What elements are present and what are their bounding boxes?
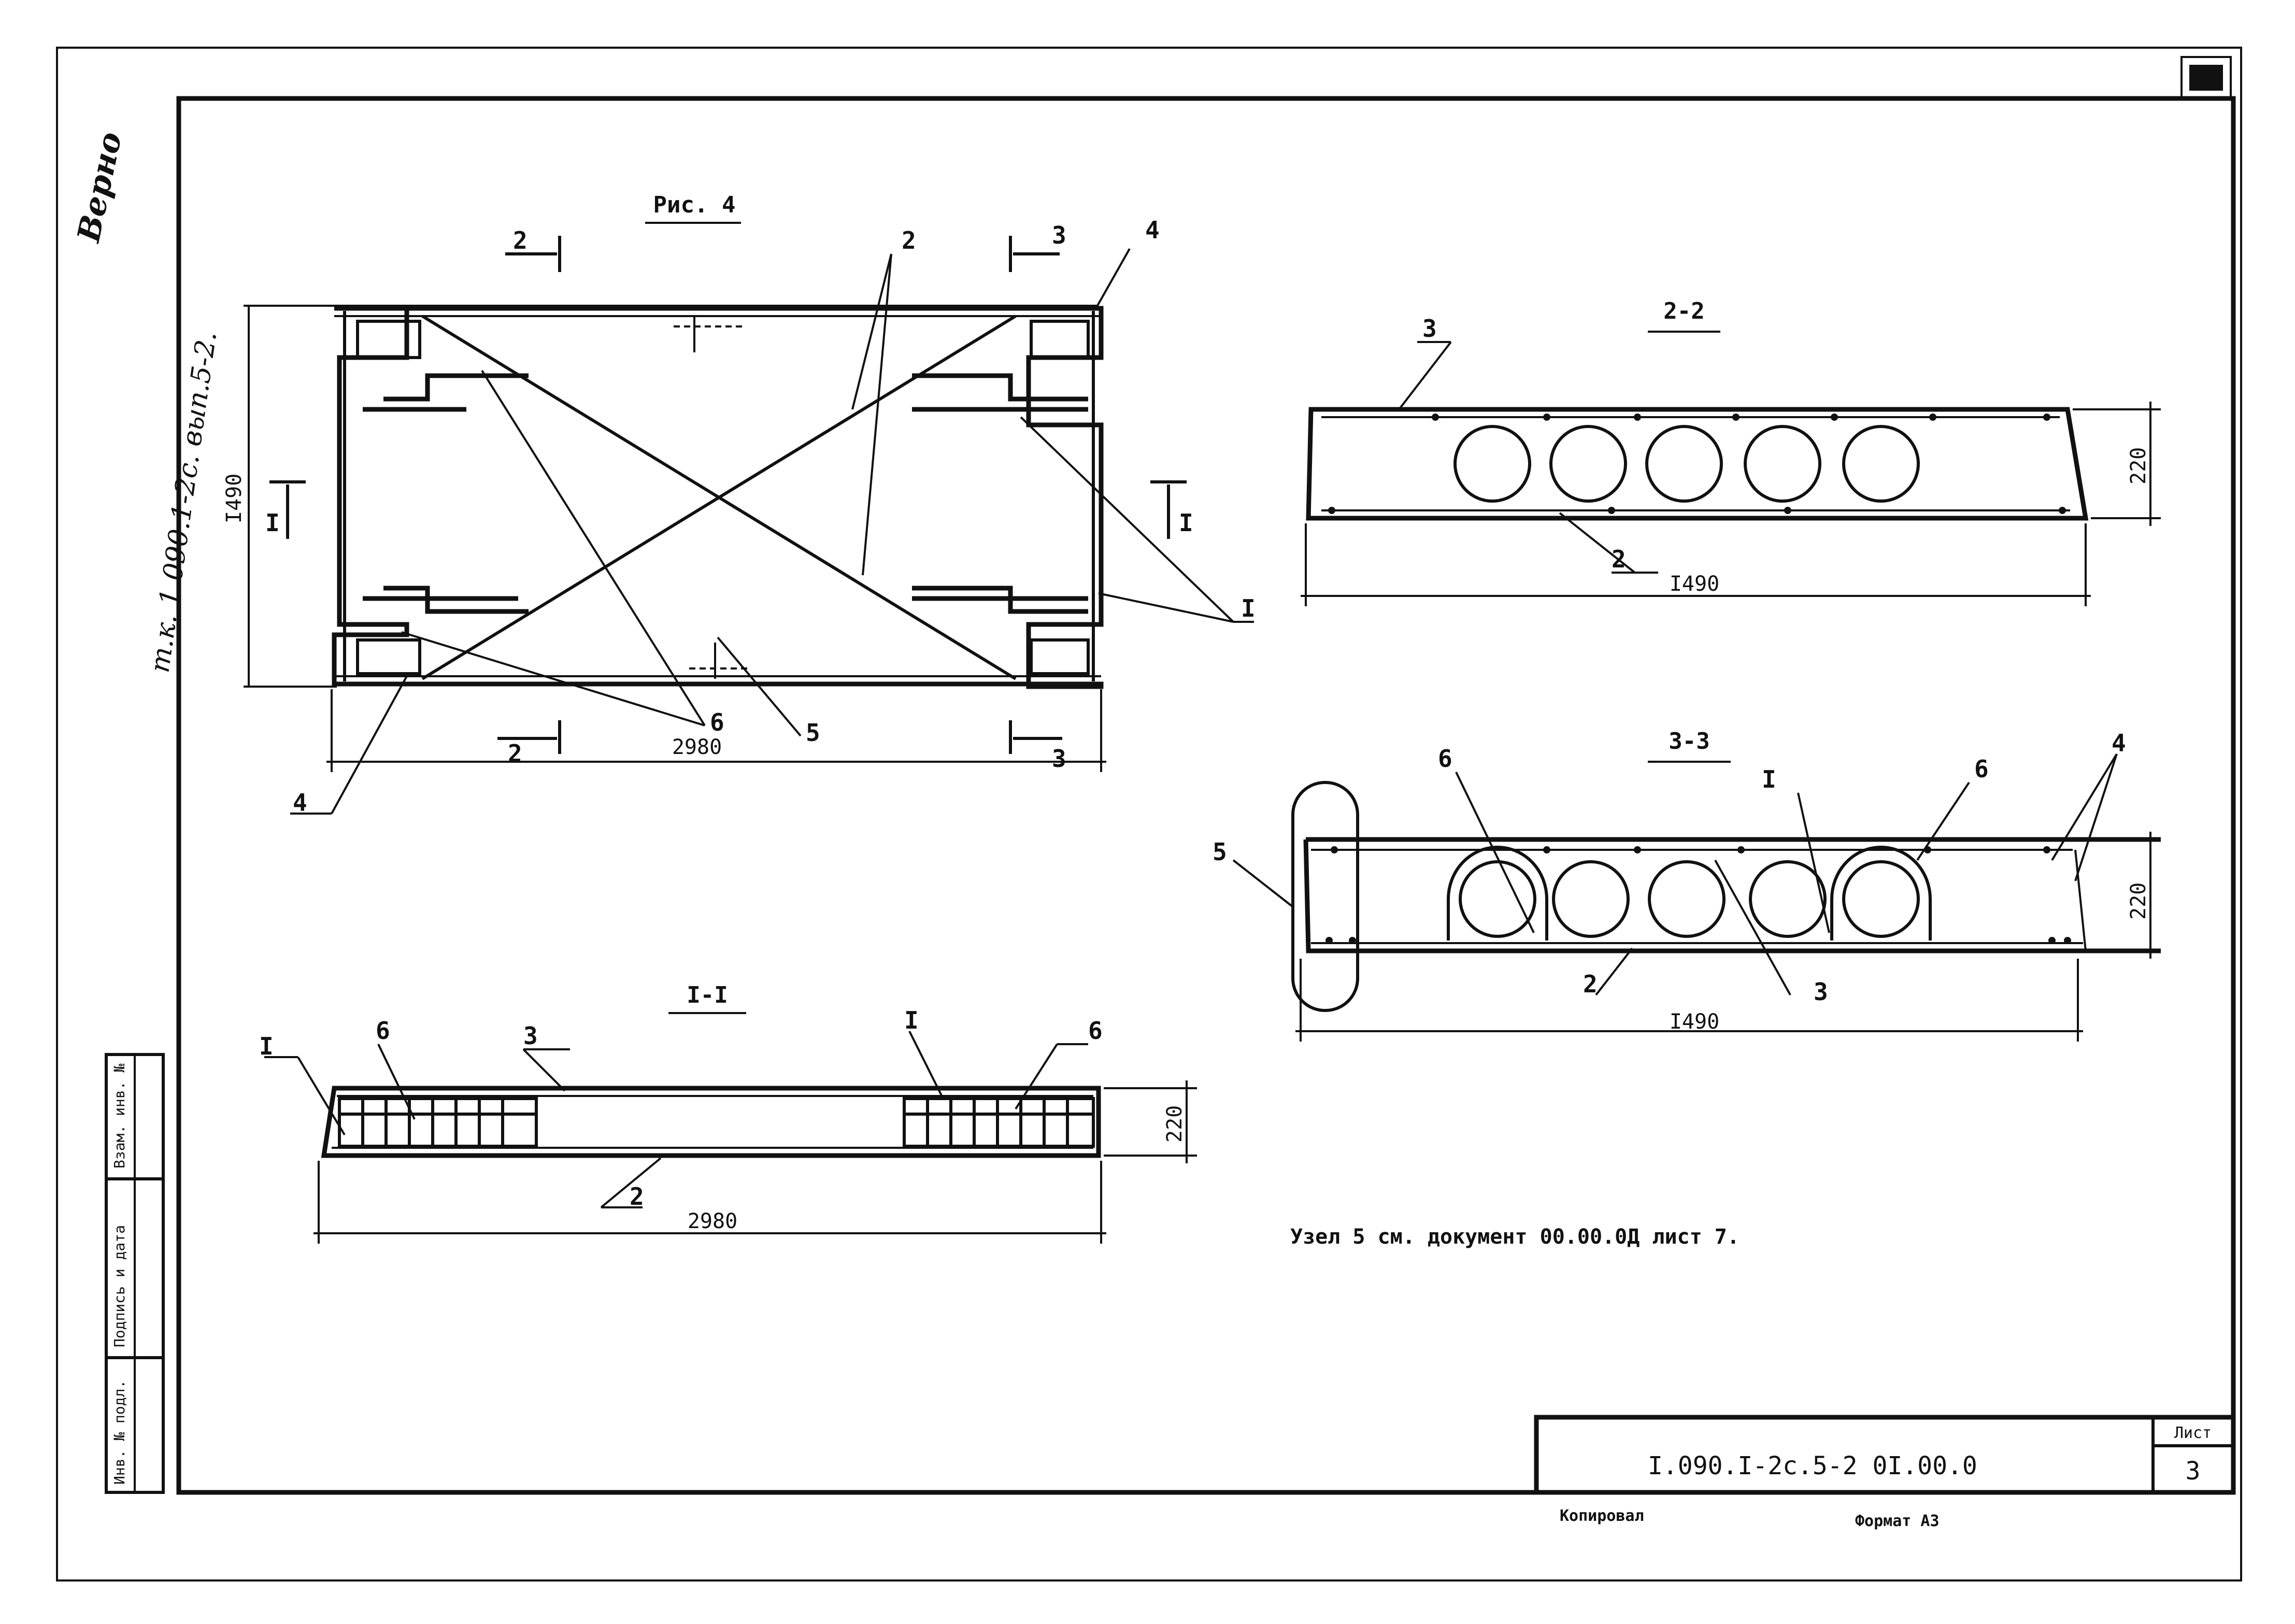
left-stamp: Инв. № подл. Подпись и дата Взам. инв. № <box>105 1053 165 1494</box>
section-1-1-dimensions <box>313 1080 1197 1244</box>
plan-callout-I: I <box>1241 594 1256 622</box>
section-2-2-leaders <box>1398 341 1658 574</box>
side-inscriptions: Верно т.к. 1.090.1-2с. вып.5-2. <box>70 129 223 675</box>
section-2-2-outline <box>1306 407 2089 521</box>
section-3-3-callout-I: I <box>1762 765 1776 793</box>
plan-corner-meshes <box>356 320 1090 675</box>
document-code: I.090.I-2с.5-2 0I.00.0 <box>1648 1451 1977 1480</box>
section-1-1: I-I 2980 220 <box>259 982 1197 1244</box>
inner-frame <box>176 96 2236 1495</box>
section-2-2-voids <box>1453 425 1920 503</box>
sheet-label: Лист <box>2174 1424 2212 1442</box>
section-3-3: 3-3 I490 220 <box>1213 728 2161 1042</box>
format-label: Формат А3 <box>1855 1512 1940 1530</box>
plan-callout-6: 6 <box>710 708 724 736</box>
section-3-3-outline <box>1303 837 2161 953</box>
plan-section-mark-3-top: 3 <box>1052 221 1066 249</box>
section-3-3-callout-6-right: 6 <box>1974 755 1989 783</box>
plan-center-marks <box>674 316 751 679</box>
plan-view: Рис. 4 <box>222 192 1256 817</box>
corner-mark-fill <box>2189 65 2223 91</box>
drawing-note: Узел 5 см. документ 00.00.0Д лист 7. <box>1290 1225 1740 1249</box>
plan-section-mark-1-right: I <box>1179 509 1193 537</box>
plan-section-markers <box>269 236 1187 754</box>
plan-dimensions <box>244 305 1106 772</box>
plan-callout-4-bottom: 4 <box>293 789 307 817</box>
section-3-3-callout-4: 4 <box>2112 729 2126 757</box>
section-3-3-bar-dots <box>1325 846 2071 944</box>
section-3-3-node-5-mark <box>1291 781 1359 1012</box>
sheet-number: 3 <box>2186 1457 2201 1486</box>
plan-section-mark-2-bottom: 2 <box>508 739 522 767</box>
plan-callout-4-top: 4 <box>1145 216 1160 244</box>
outer-frame <box>56 47 2242 1582</box>
section-1-1-callout-6-left: 6 <box>376 1017 390 1045</box>
side-signature: Верно <box>70 129 130 246</box>
section-1-1-callout-3: 3 <box>523 1022 538 1050</box>
section-3-3-dimensions <box>1295 832 2151 1042</box>
section-3-3-voids <box>1459 860 1920 938</box>
section-2-2-dimensions <box>1301 402 2161 606</box>
section-2-2: 2-2 I490 220 <box>1301 298 2161 606</box>
stamp-col-signature-date: Подпись и дата <box>111 1225 128 1347</box>
plan-section-mark-1-left: I <box>265 509 280 537</box>
section-3-3-callout-2: 2 <box>1583 970 1598 998</box>
section-3-3-callout-3: 3 <box>1814 978 1828 1006</box>
plan-leaders <box>290 248 1254 815</box>
sheet-frames <box>56 47 2242 1582</box>
corner-mark-box <box>2180 56 2232 99</box>
section-3-3-dim-width: I490 <box>1670 1010 1719 1034</box>
plan-section-mark-3-bottom: 3 <box>1052 745 1066 773</box>
section-3-3-loops <box>1447 846 1932 941</box>
section-3-3-title: 3-3 <box>1669 728 1709 754</box>
plan-diagonal-bars <box>421 315 1017 680</box>
section-1-1-callout-I-right: I <box>904 1006 919 1034</box>
plan-dim-width: I490 <box>222 474 246 523</box>
section-3-3-dim-height: 220 <box>2127 882 2150 920</box>
section-3-3-callout-5: 5 <box>1213 838 1227 866</box>
section-1-1-callout-I-left: I <box>259 1032 274 1060</box>
plan-callout-2: 2 <box>902 226 916 254</box>
plan-stepped-bars <box>363 373 1088 614</box>
plan-title: Рис. 4 <box>653 192 736 218</box>
title-block: I.090.I-2с.5-2 0I.00.0 Лист 3 Копировал … <box>1534 1415 2236 1530</box>
section-1-1-callout-2: 2 <box>630 1183 644 1210</box>
section-2-2-callout-3: 3 <box>1422 315 1437 343</box>
section-2-2-callout-2: 2 <box>1612 545 1626 573</box>
plan-section-mark-2-top: 2 <box>513 226 528 254</box>
section-1-1-outline <box>321 1086 1101 1158</box>
stamp-col-inv-no: Инв. № подл. <box>111 1380 128 1485</box>
section-2-2-dim-height: 220 <box>2127 447 2150 485</box>
section-2-2-dim-width: I490 <box>1670 572 1719 596</box>
plan-slab-outline <box>332 306 1104 689</box>
section-1-1-leaders <box>264 1031 1088 1208</box>
section-3-3-callout-6-left: 6 <box>1438 745 1452 773</box>
copied-label: Копировал <box>1560 1507 1644 1525</box>
section-1-1-callout-6-right: 6 <box>1088 1017 1103 1045</box>
section-2-2-bar-dots <box>1328 414 2066 514</box>
section-2-2-title: 2-2 <box>1663 298 1704 324</box>
side-inscription: т.к. 1.090.1-2с. вып.5-2. <box>144 330 223 675</box>
section-1-1-dim-length: 2980 <box>688 1209 737 1233</box>
section-1-1-dim-height: 220 <box>1163 1105 1187 1143</box>
plan-dim-length: 2980 <box>672 735 722 759</box>
section-1-1-cages <box>338 1097 1095 1148</box>
stamp-col-replace-inv: Взам. инв. № <box>111 1064 128 1169</box>
section-1-1-title: I-I <box>687 982 728 1008</box>
plan-callout-5: 5 <box>806 719 820 747</box>
title-block-frame <box>1534 1415 2236 1495</box>
section-3-3-leaders <box>1232 753 2118 996</box>
